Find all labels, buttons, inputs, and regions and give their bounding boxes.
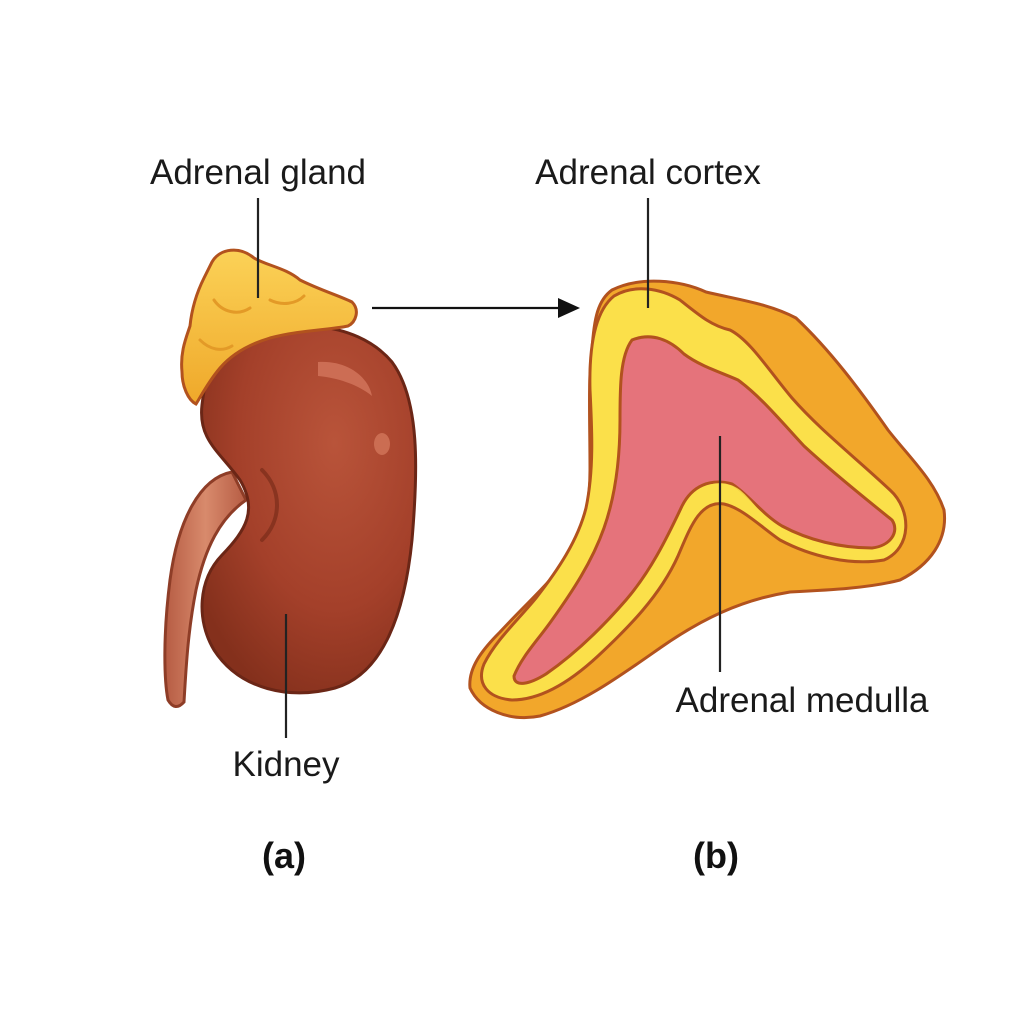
ureter: [163, 470, 248, 708]
kidney-highlight: [318, 361, 372, 396]
panel-b-label: (b): [693, 835, 739, 876]
panel-a-illustration: [163, 248, 418, 708]
kidney-highlight-dot: [374, 433, 390, 455]
kidney-hilum: [260, 468, 279, 542]
adrenal-gland: [180, 248, 358, 406]
adrenal-cortex-label: Adrenal cortex: [535, 153, 761, 192]
cortex-inner-rim: [690, 483, 776, 526]
adrenal-medulla-label: Adrenal medulla: [676, 681, 929, 720]
zoom-arrow: [372, 298, 580, 318]
kidney-label: Kidney: [232, 745, 340, 784]
adrenal-medulla: [512, 335, 897, 685]
panel-b-illustration: [468, 279, 947, 720]
adrenal-gland-label: Adrenal gland: [150, 153, 366, 192]
adrenal-gland-texture: [198, 294, 306, 351]
panel-a-label: (a): [262, 835, 306, 876]
kidney: [200, 324, 418, 695]
